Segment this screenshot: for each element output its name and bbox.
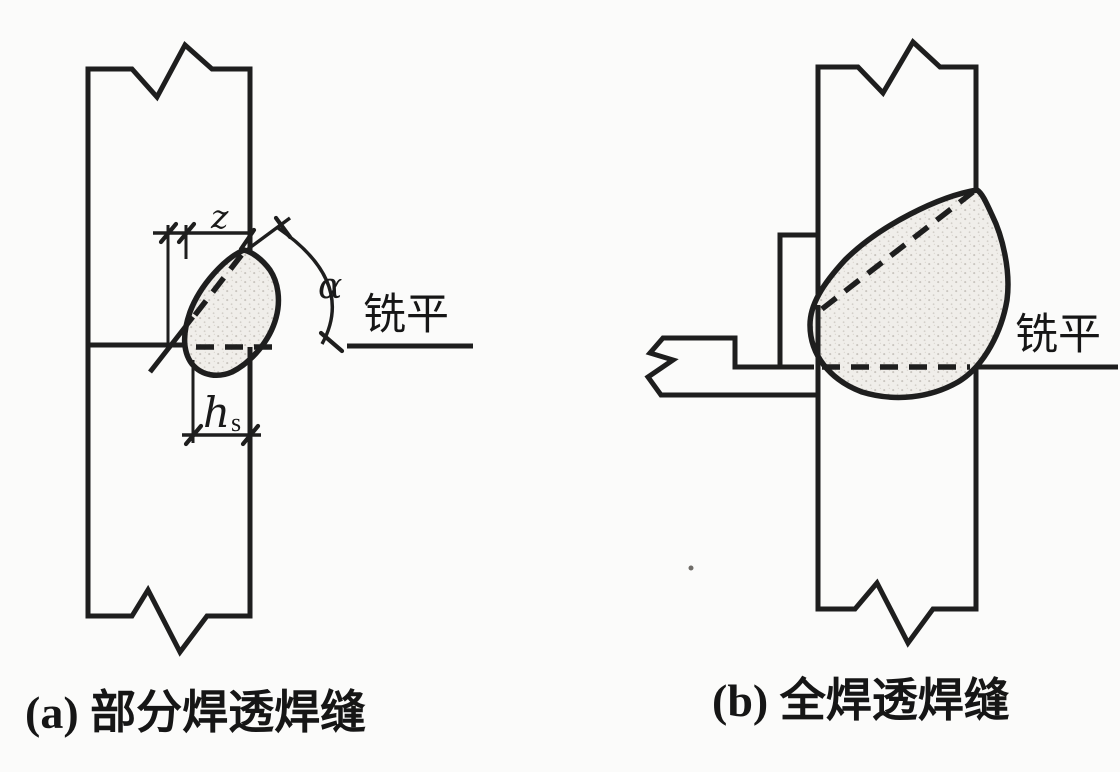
alpha-tick-top: [273, 215, 293, 240]
groove-face-dashed-a: [192, 251, 246, 317]
backing-bar-b: [777, 232, 817, 367]
groove-face-dashed-b: [820, 189, 975, 312]
horizontal-plate-b: [644, 335, 817, 398]
diagram-b: 铣平 (b) 全焊透焊缝: [644, 38, 1118, 726]
mill-flat-label-a: 铣平: [363, 292, 449, 339]
mill-flat-label-b: 铣平: [1015, 312, 1101, 359]
scan-speck: [688, 565, 694, 571]
tip-tick-a: [238, 227, 257, 252]
hs-label-sub: s: [231, 408, 241, 437]
hs-tick-left: [183, 423, 204, 447]
groove-face-solid-a: [148, 315, 195, 374]
alpha-tick-bottom: [318, 330, 345, 354]
weld-bead-a: [181, 247, 282, 379]
caption-a: (a) 部分焊透焊缝: [25, 687, 366, 738]
z-label: z: [210, 197, 229, 236]
alpha-label: α: [318, 266, 342, 307]
hs-tick-right: [240, 423, 261, 447]
alpha-arc: [277, 226, 335, 345]
z-tick-left: [158, 221, 179, 245]
diagram-a: z α 铣平 h s (a) 部分焊透焊缝: [25, 41, 473, 738]
caption-b: (b) 全焊透焊缝: [712, 675, 1010, 726]
weld-bead-b: [807, 187, 1011, 401]
hs-label-main: h: [203, 388, 230, 437]
z-tick-right: [176, 221, 197, 245]
